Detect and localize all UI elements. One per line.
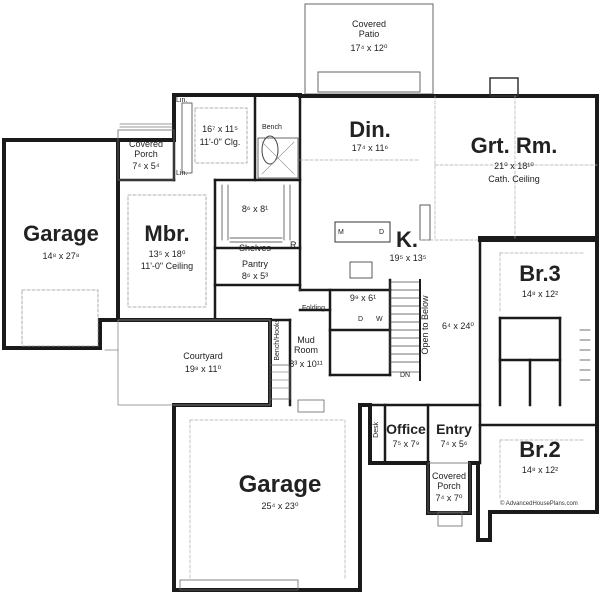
pantry-dim: 8⁶ x 5³ (241, 271, 269, 281)
courtyard-area (117, 319, 271, 406)
desk-label: Desk (373, 421, 381, 438)
garage-step (297, 399, 325, 413)
mbr-note: 11'-0" Ceiling (140, 261, 194, 271)
great-room-name: Grt. Rm. (470, 133, 558, 158)
entry-dim: 7⁴ x 5⁶ (440, 439, 468, 449)
hall-dim: 6⁴ x 24⁰ (442, 321, 474, 331)
covered-patio-dim: 17⁴ x 12⁰ (350, 43, 388, 53)
linen-top: Lin. (176, 97, 188, 104)
kitchen-range (349, 261, 373, 279)
dn-label: DN (400, 372, 411, 379)
left-garage-door (21, 289, 99, 347)
credit-text: © AdvancedHousePlans.com (500, 501, 578, 507)
covered-patio-name: Covered Patio (351, 19, 387, 39)
kitchen-m: M (338, 229, 344, 236)
mbr-dim: 13⁵ x 18⁰ (148, 249, 186, 259)
laundry-d: D (358, 316, 364, 323)
left-garage-dim: 14⁸ x 27⁸ (42, 251, 80, 261)
great-room-note: Cath. Ceiling (488, 174, 540, 184)
shower (257, 137, 299, 179)
kitchen-island (334, 221, 391, 243)
great-room-dim: 21⁰ x 18¹⁰ (494, 161, 534, 171)
bedroom2-dim: 14⁸ x 12² (521, 465, 559, 475)
mbath-rug (194, 107, 248, 164)
front-step (437, 511, 463, 527)
laundry-w: W (376, 316, 383, 323)
folding-label: Folding (302, 305, 325, 312)
pantry-name: Pantry (241, 259, 268, 269)
main-garage-dim: 25⁴ x 23⁰ (261, 501, 299, 511)
mud-room-name: Mud Room (293, 335, 318, 355)
bedroom3-dim: 14⁸ x 12² (521, 289, 559, 299)
dining-name: Din. (349, 117, 391, 142)
front-porch-dim: 7⁴ x 7⁰ (435, 493, 463, 503)
patio-step (317, 71, 421, 93)
courtyard-dim: 19⁸ x 11⁰ (184, 364, 222, 374)
main-garage-name: Garage (238, 471, 322, 498)
master-bath-note: 11'-0" Clg. (199, 137, 241, 147)
mud-room-dim: 8³ x 10¹¹ (289, 359, 323, 369)
r-label: R (290, 240, 297, 250)
front-porch (427, 462, 471, 514)
fireplace (489, 77, 519, 97)
bench-top: Bench (262, 124, 282, 131)
bedroom2-name: Br.2 (519, 437, 561, 462)
mbr-name: Mbr. (144, 221, 190, 246)
office-name: Office (386, 421, 426, 437)
tub (181, 102, 193, 174)
courtyard-steps (269, 364, 291, 400)
laundry-dim: 9⁹ x 6¹ (349, 293, 377, 303)
dining-dim: 17⁴ x 11⁶ (351, 143, 389, 153)
left-garage-name: Garage (23, 221, 99, 246)
courtyard-name: Courtyard (183, 351, 223, 361)
master-bath-dim: 16⁷ x 11⁵ (202, 124, 238, 134)
office-dim: 7⁵ x 7⁹ (392, 439, 420, 449)
covered-porch-left (117, 129, 175, 181)
closet-dim: 8⁶ x 8¹ (241, 204, 269, 214)
kitchen-dim: 19⁵ x 13⁵ (389, 253, 427, 263)
open-to-below: Open to Below (420, 295, 431, 355)
covered-porch-left-name: Covered Porch (128, 139, 164, 159)
freestanding-tub (261, 135, 279, 165)
bedroom3-name: Br.3 (519, 261, 561, 286)
main-garage-door (179, 579, 299, 591)
entry-name: Entry (436, 421, 472, 437)
linen-bottom: Lin. (176, 170, 188, 177)
shelves-label: Shelves (238, 243, 272, 253)
front-porch-name: Covered Porch (431, 471, 467, 491)
kitchen-d: D (379, 229, 385, 236)
stairs (389, 281, 421, 373)
kitchen-name: K. (396, 227, 418, 252)
covered-porch-left-dim: 7⁴ x 5⁴ (132, 161, 160, 171)
bench-hooks: Bench/Hooks (274, 319, 282, 361)
